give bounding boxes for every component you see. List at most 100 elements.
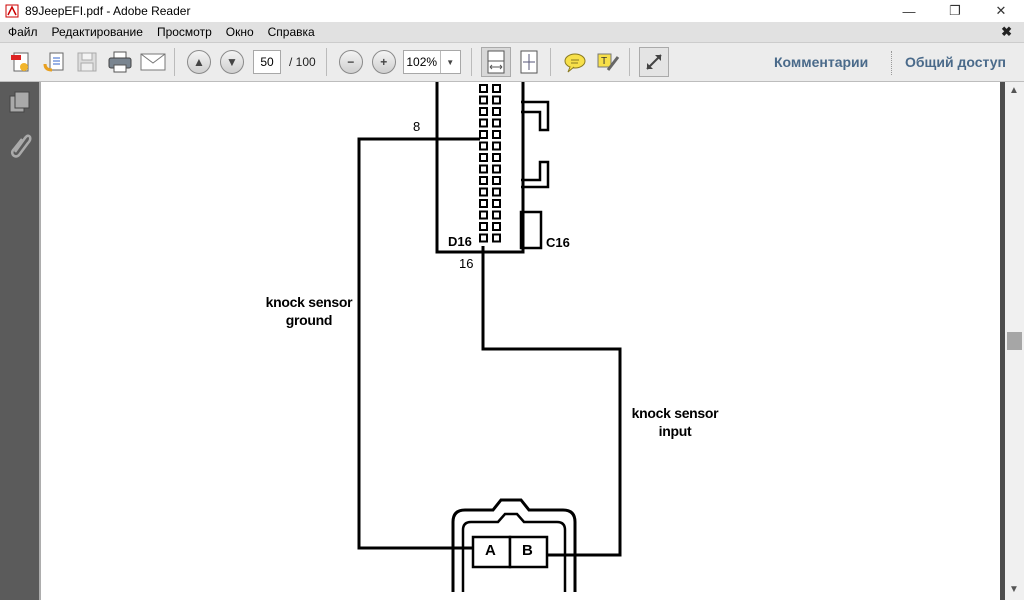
connector-pin	[492, 210, 501, 220]
knock-sensor-input-label: knock sensor input	[631, 405, 719, 439]
menu-view[interactable]: Просмотр	[156, 25, 212, 39]
svg-text:T: T	[601, 56, 607, 67]
connector-latch	[519, 210, 543, 250]
create-pdf-button[interactable]	[6, 47, 36, 77]
connector-pin	[492, 153, 501, 162]
connector-pin	[479, 199, 488, 208]
sticky-note-button[interactable]	[560, 47, 590, 77]
scroll-up-icon[interactable]: ▲	[1009, 85, 1019, 96]
connector-pin	[492, 233, 501, 243]
connector-pin	[492, 141, 501, 151]
wiring-diagram	[357, 82, 622, 592]
fit-page-button[interactable]	[514, 47, 544, 77]
knock-sensor-ground-label: knock sensor ground	[265, 294, 353, 328]
ground-wire	[357, 137, 480, 550]
save-icon	[77, 52, 97, 72]
toolbar-separator	[549, 48, 551, 76]
connector-pin	[479, 130, 488, 139]
toolbar: ▲ ▼ 50 / 100 − + 102% ▼ T Комментарии Об…	[0, 42, 1024, 82]
connector-pins	[479, 84, 501, 243]
pin-16-label: 16	[459, 256, 474, 271]
zoom-select[interactable]: 102% ▼	[402, 50, 461, 74]
connector-pin	[479, 222, 488, 231]
text-edit-icon: T	[597, 53, 619, 71]
menu-bar: Файл Редактирование Просмотр Окно Справк…	[0, 22, 1024, 42]
menu-help[interactable]: Справка	[267, 25, 315, 39]
scrollbar-thumb[interactable]	[1007, 332, 1022, 350]
connector-pin	[492, 118, 501, 128]
email-icon	[140, 53, 166, 71]
full-screen-button[interactable]	[638, 47, 669, 77]
save-button[interactable]	[72, 47, 102, 77]
terminal-b-label: B	[522, 542, 533, 559]
sensor-connector-outer	[451, 498, 577, 592]
next-page-button[interactable]: ▼	[217, 47, 247, 77]
page-number-input[interactable]: 50	[253, 50, 281, 74]
highlight-text-button[interactable]: T	[593, 47, 623, 77]
input-wire	[481, 246, 622, 557]
paperclip-icon	[10, 134, 32, 158]
connector-pin	[479, 210, 488, 220]
toolbar-separator	[891, 51, 892, 75]
connector-pin	[479, 95, 488, 105]
connector-pin	[492, 130, 501, 139]
close-document-button[interactable]: ✖	[1001, 24, 1012, 39]
arrow-up-icon: ▲	[187, 50, 211, 74]
zoom-out-button[interactable]: −	[336, 47, 366, 77]
connector-pin	[479, 84, 488, 93]
arrow-down-icon: ▼	[220, 50, 244, 74]
restore-button[interactable]: ❐	[949, 3, 961, 18]
connector-pin	[479, 153, 488, 162]
connector-pin	[492, 164, 501, 174]
connector-c16-label: C16	[546, 235, 570, 250]
connector-pin	[492, 95, 501, 105]
connector-pin	[479, 164, 488, 174]
menu-file[interactable]: Файл	[8, 25, 38, 39]
previous-page-button[interactable]: ▲	[184, 47, 214, 77]
pages-panel-button[interactable]	[8, 90, 32, 114]
zoom-value[interactable]: 102%	[406, 55, 438, 69]
connector-d16-label: D16	[448, 234, 472, 249]
minimize-button[interactable]: —	[902, 3, 916, 19]
toolbar-separator	[325, 48, 327, 76]
toolbar-separator	[628, 48, 630, 76]
comment-bubble-icon	[564, 53, 586, 73]
plus-icon: +	[371, 50, 396, 74]
connector-pin	[479, 233, 488, 243]
ecu-connector-body	[435, 82, 525, 254]
title-bar: 89JeepEFI.pdf - Adobe Reader — ❐ ✕	[0, 0, 1024, 22]
navigation-panel	[0, 82, 41, 600]
chevron-down-icon[interactable]: ▼	[439, 51, 460, 73]
share-link[interactable]: Общий доступ	[905, 54, 1006, 70]
email-button[interactable]	[138, 47, 168, 77]
create-pdf-icon	[11, 52, 29, 72]
window-title: 89JeepEFI.pdf - Adobe Reader	[25, 4, 191, 18]
scroll-down-icon[interactable]: ▼	[1009, 584, 1019, 595]
connector-tab	[521, 160, 550, 189]
connector-pin	[492, 176, 501, 185]
connector-pin	[492, 222, 501, 231]
menu-edit[interactable]: Редактирование	[51, 25, 143, 39]
combine-files-button[interactable]	[39, 47, 69, 77]
connector-pin	[492, 199, 501, 208]
connector-pin	[479, 107, 488, 116]
connector-tab	[521, 100, 550, 132]
menu-window[interactable]: Окно	[225, 25, 254, 39]
connector-pin	[479, 187, 488, 197]
pdf-app-icon	[5, 4, 19, 18]
close-button[interactable]: ✕	[995, 3, 1007, 18]
terminal-a-label: A	[485, 542, 496, 559]
comments-link[interactable]: Комментарии	[774, 54, 869, 70]
combine-files-icon	[43, 52, 64, 72]
connector-pin	[492, 84, 501, 93]
page-total: / 100	[289, 55, 316, 69]
document-view[interactable]: 8 16 D16 C16 knock sensor ground knock s…	[43, 82, 1005, 600]
print-button[interactable]	[105, 47, 135, 77]
fit-width-button[interactable]	[480, 47, 511, 77]
fit-width-icon	[487, 50, 505, 74]
connector-pin	[479, 176, 488, 185]
pages-icon	[9, 91, 30, 113]
attachments-panel-button[interactable]	[8, 132, 32, 158]
vertical-scrollbar[interactable]: ▲ ▼	[1005, 82, 1024, 600]
zoom-in-button[interactable]: +	[369, 47, 399, 77]
